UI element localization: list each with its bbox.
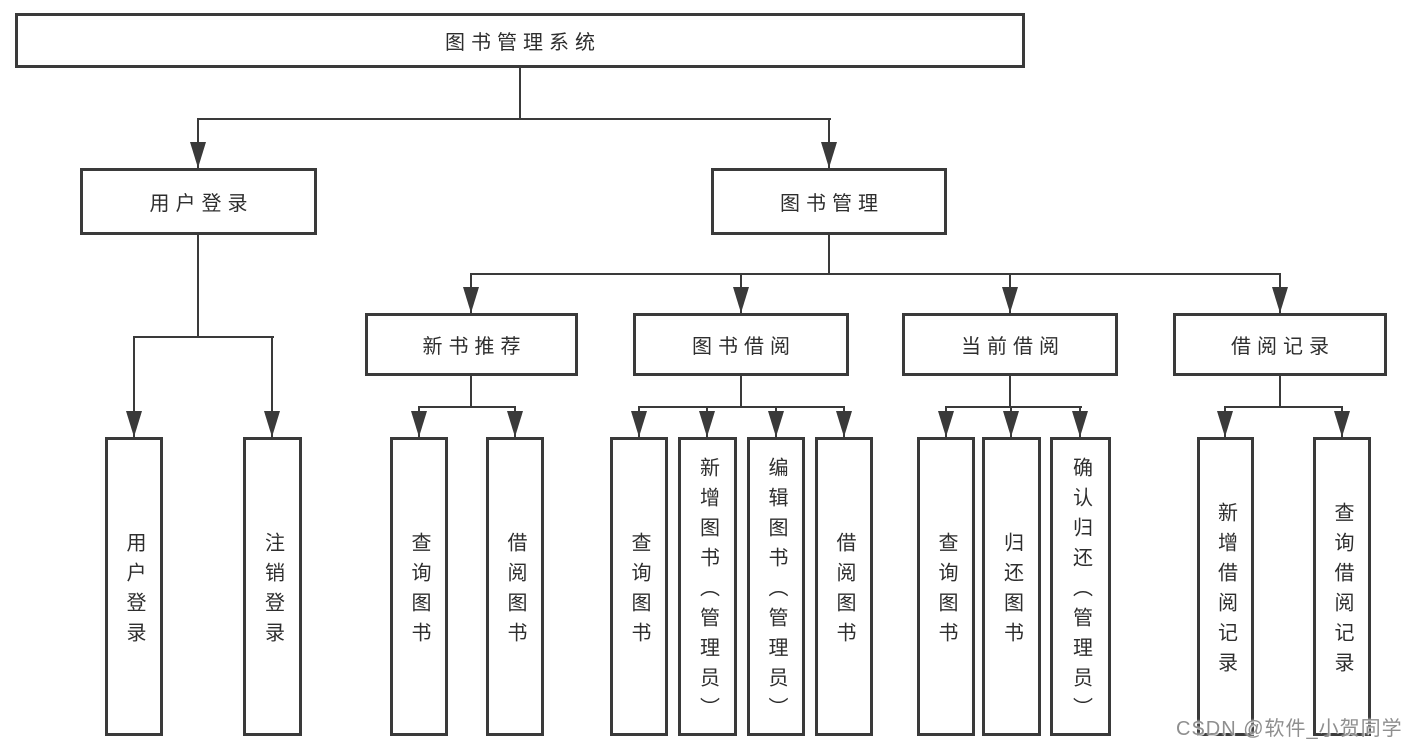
arrow-into-cb-confirm-icon (1072, 411, 1088, 437)
connector-borrow-bar (638, 406, 845, 408)
arrow-into-bb-query-icon (631, 411, 647, 437)
arrow-into-bb-add-icon (699, 411, 715, 437)
node-borrow-records-label: 借阅记录 (1231, 336, 1335, 358)
leaf-logout: 注销登录 (243, 437, 302, 736)
leaf-borrow-borrow-books: 借阅图书 (815, 437, 873, 736)
leaf-records-add-record-label: 新增借阅记录 (1214, 501, 1237, 682)
connector-user-group-bar (133, 336, 274, 338)
leaf-current-return-books: 归还图书 (982, 437, 1041, 736)
leaf-borrow-add-books-admin-label: 新增图书（管理员） (696, 456, 719, 727)
leaf-borrow-query-books: 查询图书 (610, 437, 668, 736)
node-new-book-recommend-label: 新书推荐 (422, 336, 527, 358)
connector-recommend-stem (470, 376, 472, 406)
leaf-logout-label: 注销登录 (261, 531, 284, 652)
arrow-into-bb-edit-icon (768, 411, 784, 437)
leaf-borrow-edit-books-admin: 编辑图书（管理员） (747, 437, 805, 736)
arrow-into-book-mgmt-icon (821, 142, 837, 168)
connector-recommend-bar (418, 406, 516, 408)
arrow-into-br-query-icon (1334, 411, 1350, 437)
arrow-into-cb-query-icon (938, 411, 954, 437)
node-current-borrow: 当前借阅 (902, 313, 1118, 376)
connector-records-bar (1224, 406, 1343, 408)
connector-user-login-stem (197, 235, 199, 336)
node-new-book-recommend: 新书推荐 (365, 313, 578, 376)
node-current-borrow-label: 当前借阅 (961, 336, 1065, 358)
node-book-borrow-label: 图书借阅 (692, 336, 796, 358)
connector-leaf-logout-drop (271, 336, 273, 437)
arrow-into-bb-borrow-icon (836, 411, 852, 437)
leaf-current-confirm-return-admin: 确认归还（管理员） (1050, 437, 1111, 736)
connector-level3-bar (470, 273, 1281, 275)
node-user-login-label: 用户登录 (149, 193, 254, 215)
leaf-borrow-borrow-books-label: 借阅图书 (833, 531, 855, 652)
connector-book-mgmt-stem (828, 235, 830, 273)
leaf-recommend-borrow-books-label: 借阅图书 (504, 531, 526, 652)
node-book-management: 图书管理 (711, 168, 947, 235)
node-root: 图书管理系统 (15, 13, 1025, 68)
leaf-current-confirm-return-admin-label: 确认归还（管理员） (1069, 456, 1092, 727)
arrow-into-borrow-icon (733, 287, 749, 313)
arrow-into-cb-return-icon (1003, 411, 1019, 437)
arrow-into-leaf-logout-icon (264, 411, 280, 437)
connector-root-stem (519, 68, 521, 118)
arrow-into-records-icon (1272, 287, 1288, 313)
node-root-label: 图书管理系统 (445, 32, 601, 54)
leaf-borrow-query-books-label: 查询图书 (628, 531, 650, 652)
leaf-recommend-borrow-books: 借阅图书 (486, 437, 544, 736)
leaf-borrow-add-books-admin: 新增图书（管理员） (678, 437, 737, 736)
leaf-recommend-query-books-label: 查询图书 (408, 531, 430, 652)
leaf-user-login: 用户登录 (105, 437, 163, 736)
connector-borrow-stem (740, 376, 742, 406)
node-book-management-label: 图书管理 (780, 193, 884, 215)
leaf-borrow-edit-books-admin-label: 编辑图书（管理员） (765, 456, 787, 727)
connector-records-stem (1279, 376, 1281, 406)
connector-current-stem (1009, 376, 1011, 406)
leaf-records-query-record: 查询借阅记录 (1313, 437, 1371, 736)
arrow-into-current-icon (1002, 287, 1018, 313)
leaf-records-query-record-label: 查询借阅记录 (1331, 501, 1353, 682)
connector-leaf-login-drop (133, 336, 135, 437)
leaf-current-query-books: 查询图书 (917, 437, 975, 736)
csdn-watermark: CSDN @软件_小贺同学 (1176, 718, 1403, 740)
leaf-current-return-books-label: 归还图书 (1000, 531, 1023, 652)
arrow-into-br-add-icon (1217, 411, 1233, 437)
arrow-into-leaf-login-icon (126, 411, 142, 437)
arrow-into-rec-query-icon (411, 411, 427, 437)
leaf-user-login-label: 用户登录 (123, 531, 145, 652)
connector-current-bar (945, 406, 1082, 408)
node-book-borrow: 图书借阅 (633, 313, 849, 376)
arrow-into-rec-borrow-icon (507, 411, 523, 437)
leaf-records-add-record: 新增借阅记录 (1197, 437, 1254, 736)
arrow-into-user-login-icon (190, 142, 206, 168)
node-borrow-records: 借阅记录 (1173, 313, 1387, 376)
connector-level2-bar (198, 118, 831, 120)
leaf-recommend-query-books: 查询图书 (390, 437, 448, 736)
arrow-into-recommend-icon (463, 287, 479, 313)
leaf-current-query-books-label: 查询图书 (935, 531, 957, 652)
node-user-login: 用户登录 (80, 168, 317, 235)
